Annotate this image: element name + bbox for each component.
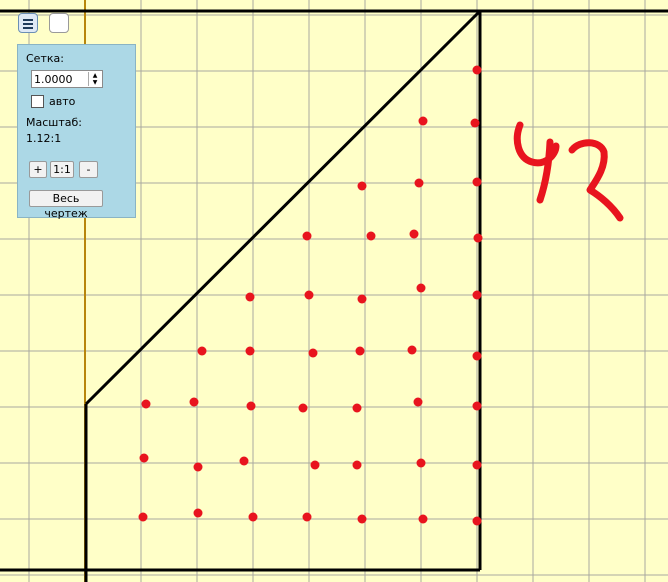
- red-point: [139, 453, 149, 463]
- red-point: [302, 231, 312, 241]
- red-point: [304, 290, 314, 300]
- red-point: [472, 516, 482, 526]
- red-point: [470, 118, 480, 128]
- settings-panel: Сетка: ▲ ▼ авто Масштаб: 1.12:1 + 1:1 - …: [17, 44, 136, 220]
- red-point: [472, 65, 482, 75]
- red-point: [246, 401, 256, 411]
- menu-button[interactable]: [18, 13, 38, 33]
- zoom-in-button[interactable]: +: [29, 161, 47, 178]
- red-point: [352, 403, 362, 413]
- red-point: [414, 178, 424, 188]
- red-point: [472, 290, 482, 300]
- red-point: [308, 348, 318, 358]
- red-point: [472, 460, 482, 470]
- red-point: [409, 229, 419, 239]
- red-point: [418, 116, 428, 126]
- red-point: [193, 508, 203, 518]
- red-point: [239, 456, 249, 466]
- red-point: [472, 401, 482, 411]
- red-point: [298, 403, 308, 413]
- red-point: [416, 283, 426, 293]
- grid-input[interactable]: [34, 72, 86, 86]
- red-point: [357, 294, 367, 304]
- spin-down-icon[interactable]: ▼: [92, 79, 98, 86]
- digit-2-stroke: [568, 139, 624, 222]
- whole-drawing-button[interactable]: Весь чертеж: [29, 190, 103, 220]
- menu-bar-1: [23, 19, 33, 21]
- red-point: [473, 233, 483, 243]
- red-points: [138, 65, 483, 526]
- menu-bar-3: [23, 27, 33, 29]
- scale-label: Масштаб:: [26, 116, 82, 129]
- red-point: [357, 181, 367, 191]
- digit-4-stroke: [513, 121, 560, 204]
- red-point: [138, 512, 148, 522]
- red-point: [472, 177, 482, 187]
- red-point: [310, 460, 320, 470]
- zoom-out-button[interactable]: -: [79, 161, 98, 178]
- red-point: [302, 512, 312, 522]
- grid-spinbox[interactable]: ▲ ▼: [31, 70, 103, 88]
- polygon-outline: [0, 9, 668, 582]
- grid-label: Сетка:: [26, 52, 64, 65]
- red-point: [418, 514, 428, 524]
- red-point: [357, 514, 367, 524]
- menu-bar-2: [23, 23, 33, 25]
- auto-label: авто: [49, 95, 76, 108]
- handwritten-42: [513, 121, 624, 222]
- red-point: [197, 346, 207, 356]
- red-point: [416, 458, 426, 468]
- red-point: [413, 397, 423, 407]
- red-point: [141, 399, 151, 409]
- red-point: [245, 346, 255, 356]
- red-point: [248, 512, 258, 522]
- red-point: [189, 397, 199, 407]
- red-point: [245, 292, 255, 302]
- red-point: [193, 462, 203, 472]
- spin-up-icon[interactable]: ▲: [92, 72, 98, 79]
- red-point: [355, 346, 365, 356]
- red-point: [352, 460, 362, 470]
- diagonal-edge: [84, 9, 482, 406]
- red-point: [472, 351, 482, 361]
- auto-checkbox[interactable]: [31, 95, 44, 108]
- scale-value: 1.12:1: [26, 132, 62, 145]
- blank-button[interactable]: [49, 13, 69, 33]
- red-point: [366, 231, 376, 241]
- red-point: [407, 345, 417, 355]
- zoom-reset-button[interactable]: 1:1: [50, 161, 74, 178]
- spin-arrows[interactable]: ▲ ▼: [88, 72, 101, 86]
